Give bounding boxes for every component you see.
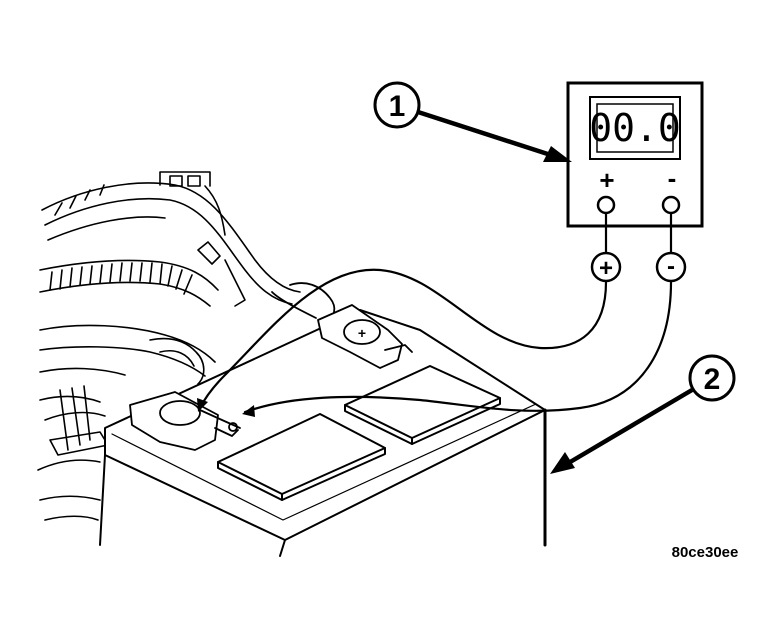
meter-positive-symbol: + bbox=[599, 165, 614, 195]
negative-lead-symbol: - bbox=[667, 253, 675, 280]
callout-1-arrowhead bbox=[543, 146, 572, 162]
meter-negative-symbol: - bbox=[668, 163, 677, 193]
meter-negative-jack bbox=[661, 195, 681, 215]
negative-lead-badge: - bbox=[655, 251, 687, 283]
test-leads bbox=[198, 211, 673, 414]
lead-arrowheads bbox=[197, 398, 255, 417]
battery-cell-cap bbox=[344, 365, 501, 445]
battery bbox=[99, 309, 547, 557]
callout-2-number: 2 bbox=[704, 363, 721, 396]
multimeter-display bbox=[589, 96, 681, 160]
callout-2: 2 bbox=[550, 354, 736, 474]
callout-1-number: 1 bbox=[389, 90, 406, 123]
meter-positive-jack bbox=[596, 195, 616, 215]
battery-positive-post-symbol: + bbox=[358, 325, 366, 341]
positive-lead-badge: + bbox=[590, 251, 622, 283]
positive-terminal-clamp bbox=[271, 282, 413, 369]
battery-cell-cap bbox=[217, 413, 386, 501]
meter-display-reading: 00.0 bbox=[589, 106, 681, 150]
callout-1: 1 bbox=[373, 81, 572, 162]
positive-lead-symbol: + bbox=[599, 255, 613, 282]
multimeter: 00.0 + - bbox=[566, 81, 704, 228]
callout-2-arrowhead bbox=[550, 452, 575, 474]
wiring-harness bbox=[37, 171, 301, 521]
negative-terminal-clamp bbox=[129, 391, 241, 451]
figure-id: 80ce30ee bbox=[672, 544, 739, 561]
